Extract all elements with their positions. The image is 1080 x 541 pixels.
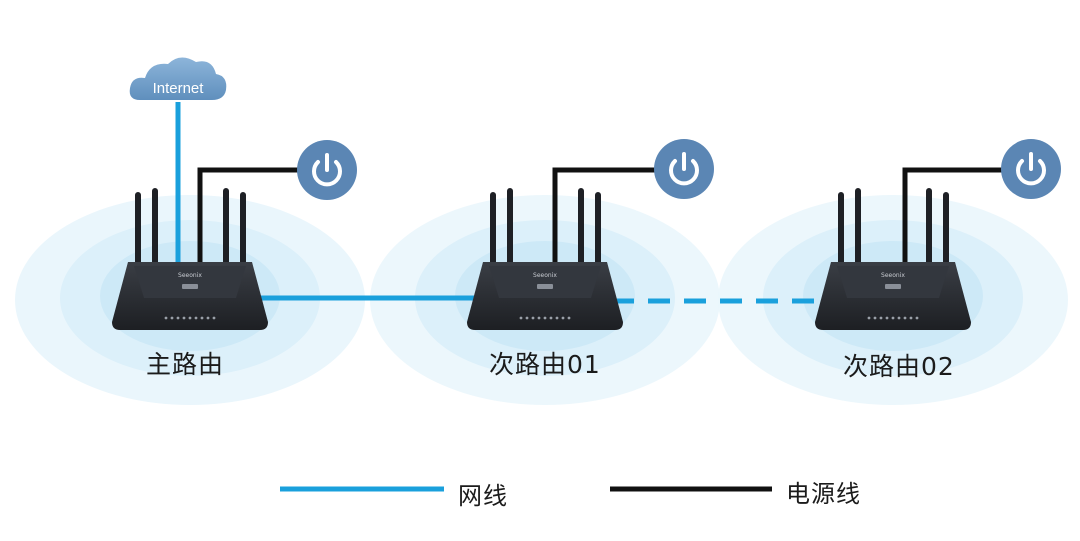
router-badge: [537, 284, 553, 289]
antenna: [838, 192, 844, 274]
router-brand: Seeonix: [881, 272, 905, 279]
router-led: [873, 316, 877, 320]
router-led: [182, 316, 186, 320]
router-led: [897, 316, 901, 320]
antenna: [223, 188, 229, 270]
router-led: [543, 316, 547, 320]
power-line-main: [197, 167, 300, 268]
router-led: [567, 316, 571, 320]
router-led: [206, 316, 210, 320]
legend-power-label: 电源线: [786, 480, 861, 508]
router-badge: [182, 284, 198, 289]
antenna: [135, 192, 141, 274]
router-led: [188, 316, 192, 320]
router-brand: Seeonix: [178, 272, 202, 279]
antenna: [595, 192, 601, 274]
router-label-main: 主路由: [146, 350, 225, 379]
router-led: [212, 316, 216, 320]
router-led: [176, 316, 180, 320]
legend-lan-label: 网线: [458, 482, 508, 510]
router-top-panel: [489, 266, 601, 298]
power-line-sub2: [902, 167, 1003, 268]
router-badge: [885, 284, 901, 289]
router-led: [519, 316, 523, 320]
antenna: [578, 188, 584, 270]
internet-label: Internet: [153, 80, 205, 97]
router-sub1: Seeonix: [467, 188, 623, 330]
router-main: Seeonix: [112, 188, 268, 330]
router-led: [164, 316, 168, 320]
router-led: [891, 316, 895, 320]
router-top-panel: [134, 266, 246, 298]
antenna: [490, 192, 496, 274]
router-led: [537, 316, 541, 320]
antenna: [507, 188, 513, 270]
router-led: [879, 316, 883, 320]
power-icon: [297, 140, 357, 200]
router-brand: Seeonix: [533, 272, 557, 279]
router-led: [200, 316, 204, 320]
antenna: [943, 192, 949, 274]
router-led: [915, 316, 919, 320]
router-led: [170, 316, 174, 320]
router-led: [531, 316, 535, 320]
power-icon: [1001, 139, 1061, 199]
router-top-panel: [837, 266, 949, 298]
antenna: [926, 188, 932, 270]
router-led: [561, 316, 565, 320]
antenna: [152, 188, 158, 270]
antenna: [240, 192, 246, 274]
power-line-sub1: [552, 167, 655, 268]
router-led: [909, 316, 913, 320]
router-label-sub1: 次路由01: [489, 350, 601, 379]
router-led: [549, 316, 553, 320]
cloud-icon: Internet: [129, 57, 227, 100]
router-led: [194, 316, 198, 320]
router-led: [525, 316, 529, 320]
power-icon: [654, 139, 714, 199]
router-sub2: Seeonix: [815, 188, 971, 330]
router-led: [885, 316, 889, 320]
router-led: [903, 316, 907, 320]
router-led: [867, 316, 871, 320]
router-label-sub2: 次路由02: [843, 352, 955, 381]
antenna: [855, 188, 861, 270]
router-led: [555, 316, 559, 320]
